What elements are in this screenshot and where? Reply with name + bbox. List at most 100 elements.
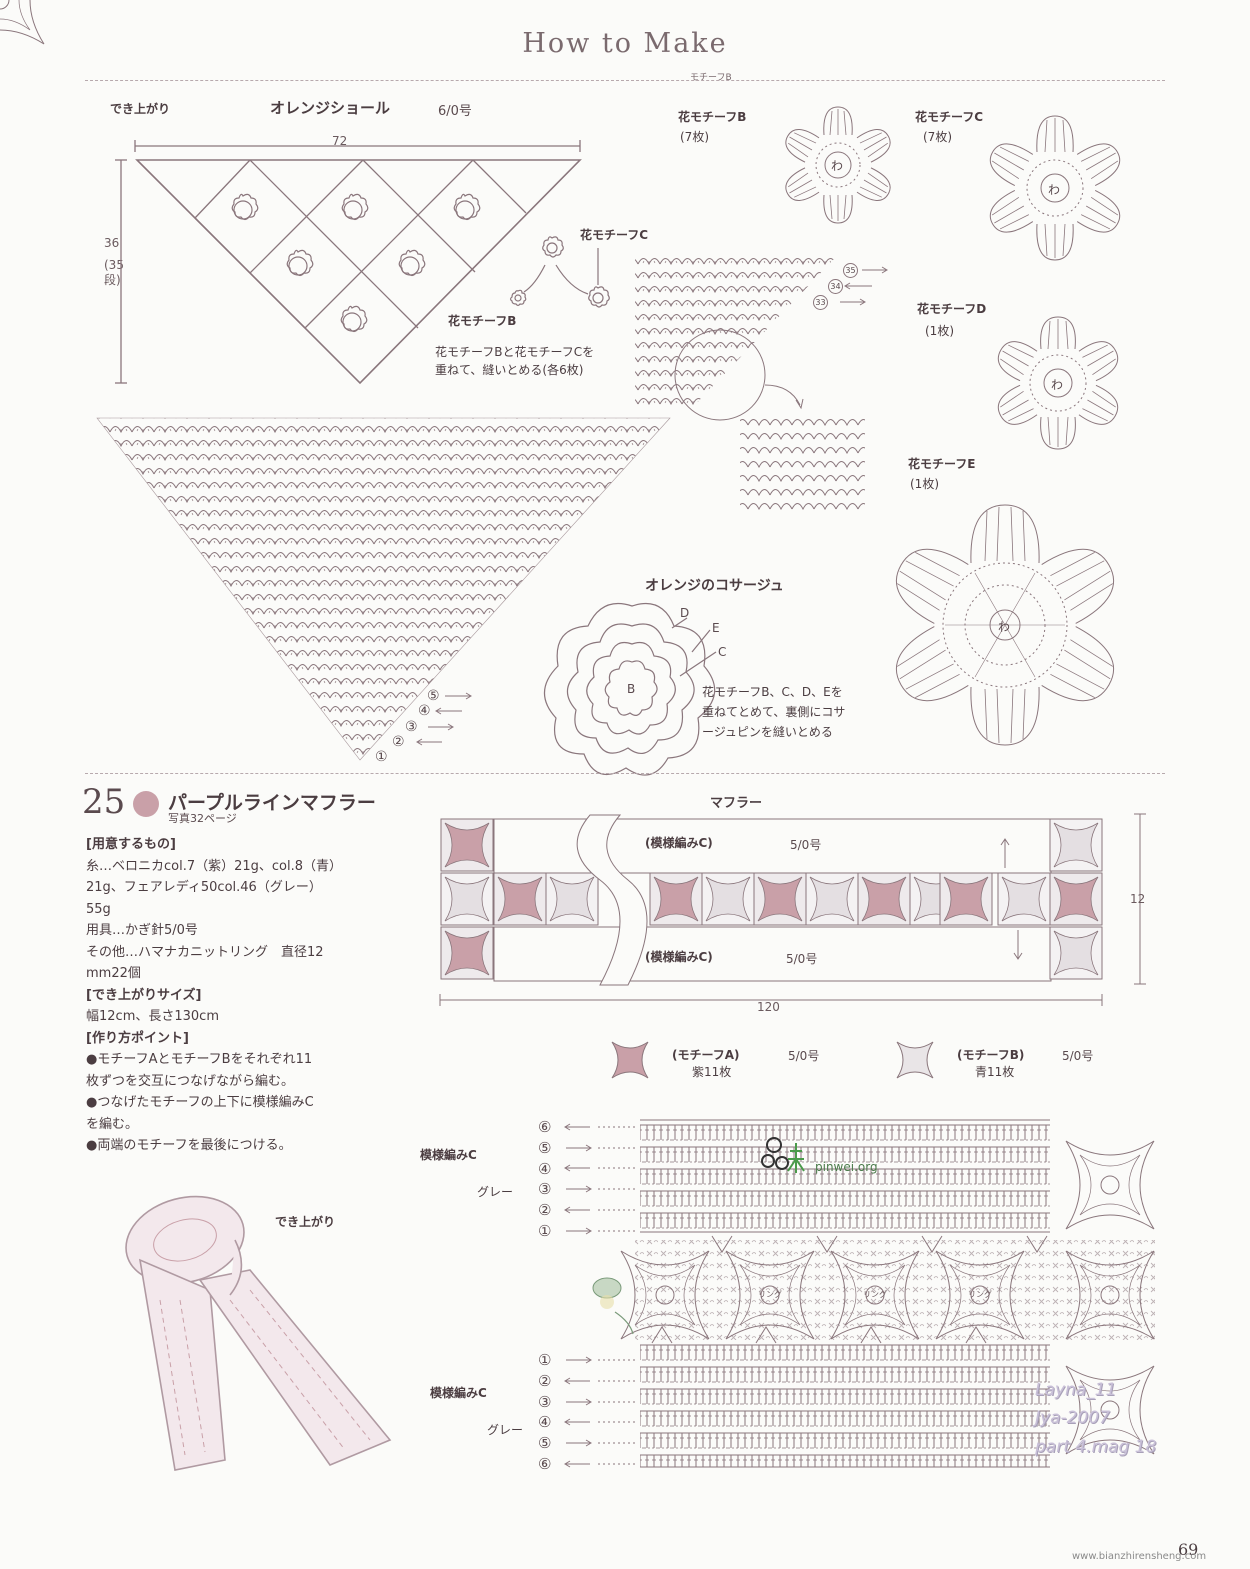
page-subtitle: モチーフB — [690, 73, 732, 83]
signature-watermark-3: part 4.mag 18 — [1035, 1437, 1157, 1457]
row-number: ⑤ — [538, 1138, 552, 1157]
point-line: 枚ずつを交互につなげながら編む。 — [86, 1073, 295, 1089]
row-3-marker: ③ — [405, 719, 418, 735]
shawl-title: オレンジショール — [270, 99, 391, 117]
shawl-hook: 6/0号 — [438, 104, 472, 119]
motif-e-center: わ — [998, 620, 1011, 634]
chart-bottom-row-numbers: ① ② ③ ④ ⑤ ⑥ — [538, 1350, 558, 1475]
material-line: 21g、フェアレディ50col.46（グレー） — [86, 880, 322, 895]
footer-url: www.bianzhirensheng.com — [1072, 1551, 1207, 1562]
shawl-note-line2: 重ねて、縫いとめる(各6枚) — [435, 363, 584, 377]
corsage-title: オレンジのコサージュ — [645, 578, 784, 594]
header-divider — [85, 80, 1165, 81]
row-number: ⑤ — [538, 1434, 552, 1453]
muffler-height-label: 12 — [1130, 892, 1146, 906]
point-line: ●両端のモチーフを最後につける。 — [86, 1138, 292, 1153]
chart-gray-top: グレー — [477, 1185, 514, 1199]
motif-a-legend: (モチーフA) — [672, 1048, 740, 1062]
item-title: パープルラインマフラー — [168, 792, 376, 814]
section-divider — [85, 773, 1165, 774]
chart-pattern-label-bottom: 模様編みC — [430, 1386, 487, 1400]
motif-b-center: わ — [831, 159, 844, 173]
corsage-note-line1: 花モチーフB、C、D、Eを — [702, 685, 843, 699]
motif-a-hook: 5/0号 — [788, 1049, 820, 1063]
corsage-letter-b: B — [627, 682, 636, 696]
motif-b-count: 青11枚 — [975, 1065, 1015, 1079]
materials-heading: [用意するもの] — [86, 837, 176, 852]
corsage-letter-e: E — [712, 621, 720, 635]
ring-label: リング — [968, 1290, 992, 1299]
material-line: 用具…かぎ針5/0号 — [86, 923, 198, 938]
signature-watermark-1: Layna_11 — [1035, 1380, 1117, 1400]
chart-top-row-numbers: ⑥ ⑤ ④ ③ ② ① — [538, 1117, 558, 1242]
scarf-done-label: でき上がり — [275, 1215, 336, 1229]
motif-a-count: 紫11枚 — [692, 1065, 732, 1079]
pinwei-logo-icon — [761, 1137, 805, 1173]
row-number: ④ — [538, 1159, 552, 1178]
shawl-height-label: 36 — [104, 236, 120, 250]
motif-b-legend: (モチーフB) — [957, 1048, 1025, 1062]
motif-e-count: (1枚) — [910, 477, 939, 491]
pattern-bottom-label: (模様編みC) — [645, 950, 713, 964]
motif-e-title: 花モチーフE — [908, 457, 976, 471]
signature-watermark-2: Jya-2007 — [1035, 1408, 1110, 1428]
muffler-length-label: 120 — [757, 1000, 780, 1014]
page-title: How to Make — [522, 28, 728, 59]
motif-b-title: 花モチーフB — [678, 110, 747, 124]
motif-b-count: (7枚) — [680, 130, 709, 144]
row-number: ④ — [538, 1413, 552, 1432]
motif-d-center: わ — [1051, 378, 1064, 392]
size-heading: [でき上がりサイズ] — [86, 987, 202, 1003]
material-line: mm22個 — [86, 966, 141, 981]
motif-c-title: 花モチーフC — [915, 110, 984, 124]
row-number: ⑥ — [538, 1454, 552, 1473]
point-line: ●つなげたモチーフの上下に模様編みC — [86, 1095, 314, 1110]
shawl-note-line1: 花モチーフBと花モチーフCを — [435, 345, 595, 359]
chart-gray-bottom: グレー — [487, 1423, 524, 1437]
shawl-done-label: でき上がり — [110, 102, 171, 116]
muffler-title: マフラー — [710, 796, 763, 811]
row-number: ③ — [538, 1180, 552, 1199]
row-number: ② — [538, 1371, 552, 1390]
pattern-top-label: (模様編みC) — [645, 836, 713, 850]
row-34-marker: 34 — [828, 279, 843, 294]
item-number: 25 — [82, 782, 126, 822]
motif-d-count: (1枚) — [925, 324, 954, 338]
shawl-rows-label: (35段) — [104, 258, 124, 287]
row-35-marker: 35 — [843, 263, 858, 278]
point-line: を編む。 — [86, 1116, 139, 1132]
point-line: ●モチーフAとモチーフBをそれぞれ11 — [86, 1052, 313, 1067]
motif-b-hook: 5/0号 — [1062, 1049, 1094, 1063]
row-number: ⑥ — [538, 1118, 552, 1136]
row-4-marker: ④ — [418, 703, 431, 719]
shawl-width-label: 72 — [332, 134, 348, 148]
shawl-motif-c-label: 花モチーフC — [580, 228, 649, 242]
material-line: 55g — [86, 901, 111, 917]
row-1-marker: ① — [375, 749, 388, 765]
page-number: 69 — [1178, 1540, 1199, 1559]
size-value: 幅12cm、長さ130cm — [86, 1009, 219, 1024]
row-number: ③ — [538, 1392, 552, 1411]
bee-icon — [592, 1277, 634, 1335]
pattern-top-hook: 5/0号 — [790, 838, 822, 852]
materials-block: [用意するもの] 糸…ベロニカcol.7（紫）21g、col.8（青） 21g、… — [86, 834, 376, 1157]
row-2-marker: ② — [392, 734, 405, 750]
row-number: ① — [538, 1351, 552, 1369]
pattern-bottom-hook: 5/0号 — [786, 952, 818, 966]
corsage-letter-d: D — [680, 606, 690, 620]
material-line: 糸…ベロニカcol.7（紫）21g、col.8（青） — [86, 858, 343, 874]
pinwei-watermark: pinwei.org — [815, 1160, 878, 1174]
corsage-note-line2: 重ねてとめて、裏側にコサ — [702, 705, 846, 719]
row-number: ① — [538, 1221, 552, 1240]
ring-label: リング — [863, 1290, 887, 1299]
corsage-note-line3: ージュピンを縫いとめる — [702, 725, 833, 739]
item-bullet-icon — [133, 791, 159, 817]
chart-pattern-label-top: 模様編みC — [420, 1148, 477, 1162]
ring-label: リング — [758, 1290, 782, 1299]
